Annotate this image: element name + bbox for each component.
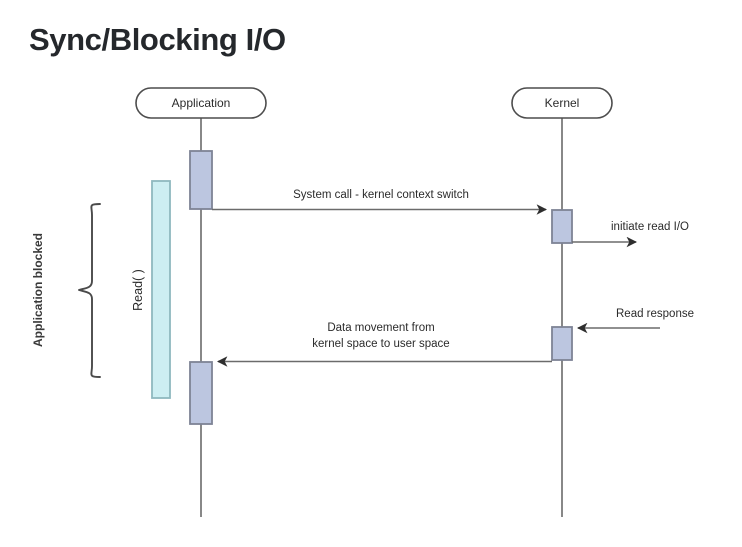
read-duration-bar-rect bbox=[151, 180, 171, 399]
activation-application-2[interactable] bbox=[189, 361, 213, 425]
message-initiate-read-io-label: initiate read I/O bbox=[611, 221, 689, 233]
brace-path bbox=[78, 203, 101, 378]
message-system-call[interactable]: System call - kernel context switch bbox=[212, 189, 548, 215]
message-system-call-label: System call - kernel context switch bbox=[293, 189, 469, 201]
lifeline-label-kernel: Kernel bbox=[545, 96, 580, 110]
message-data-movement-label-line1: Data movement from bbox=[327, 322, 434, 334]
lifeline-kernel[interactable]: Kernel bbox=[511, 87, 613, 517]
message-initiate-read-io[interactable]: initiate read I/O bbox=[572, 221, 689, 248]
read-duration-label: Read( ) bbox=[131, 269, 145, 311]
message-read-response-label: Read response bbox=[616, 308, 694, 320]
message-read-response[interactable]: Read response bbox=[576, 308, 694, 334]
message-data-movement[interactable]: Data movement from kernel space to user … bbox=[216, 322, 552, 367]
message-data-movement-label-line2: kernel space to user space bbox=[312, 338, 449, 350]
lifeline-label-application: Application bbox=[172, 96, 231, 110]
lifeline-head-kernel[interactable] bbox=[511, 87, 613, 119]
activation-kernel-1[interactable] bbox=[551, 209, 573, 244]
activation-application-1[interactable] bbox=[189, 150, 213, 210]
activation-kernel-2[interactable] bbox=[551, 326, 573, 361]
lifeline-head-application[interactable] bbox=[135, 87, 267, 119]
page-title: Sync/Blocking I/O bbox=[29, 22, 286, 57]
application-blocked-label: Application blocked bbox=[31, 233, 45, 347]
read-duration-bar[interactable] bbox=[151, 180, 171, 399]
application-blocked-brace bbox=[78, 203, 101, 378]
